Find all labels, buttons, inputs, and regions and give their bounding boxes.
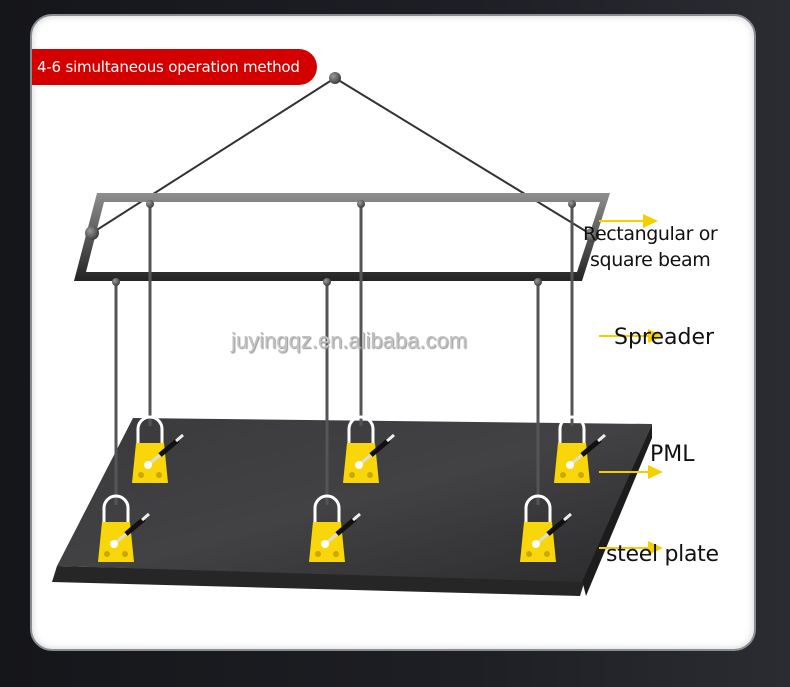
steel-plate-label: steel plate [606,542,719,567]
watermark: juyingqz.en.alibaba.com [231,328,468,353]
spreader-chains [114,204,574,505]
steel-plate [52,418,652,596]
title-badge: 4-6 simultaneous operation method [32,49,317,85]
spreader-label: Spreader [614,325,715,350]
pml-label: PML [650,442,695,467]
beam-label-line2: square beam [590,249,711,271]
beam-label-line1: Rectangular or [583,223,718,245]
top-slings [91,77,593,236]
chain-joints [85,72,599,286]
rectangular-beam [74,193,610,281]
beam-label: Rectangular or square beam [583,221,718,273]
label-arrows [599,214,663,555]
